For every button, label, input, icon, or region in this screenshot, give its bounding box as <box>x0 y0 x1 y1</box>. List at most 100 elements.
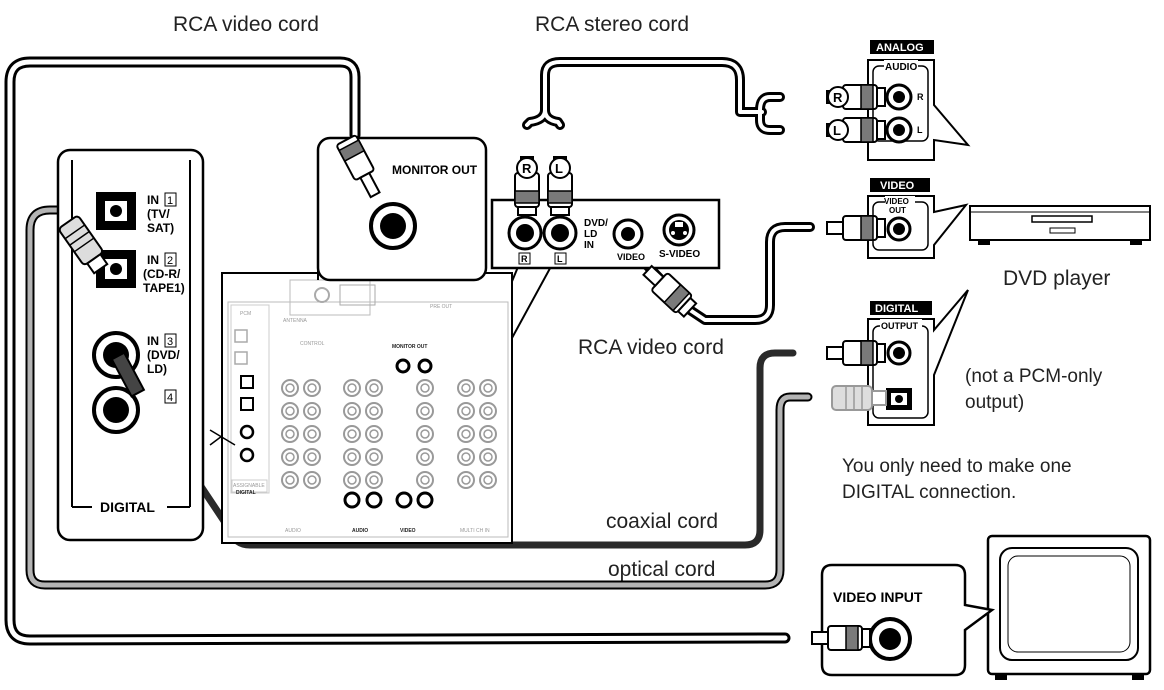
dvd-svideo-jack-label: S-VIDEO <box>659 249 700 260</box>
analog-output-box: ANALOG AUDIO R L R L <box>826 40 971 161</box>
video-input-label: VIDEO INPUT <box>833 589 923 605</box>
label-dvd-player: DVD player <box>1003 267 1110 290</box>
label-not-pcm-line2: output) <box>965 392 1024 413</box>
in4-number: 4 <box>167 392 173 404</box>
receiver-audio-bottom: AUDIO <box>285 528 301 534</box>
receiver-jack-center <box>307 429 317 439</box>
digital-panel-title: DIGITAL <box>100 499 155 515</box>
receiver-jack-center <box>483 475 493 485</box>
in3-number: 3 <box>167 336 173 348</box>
receiver-jack-center <box>420 429 430 439</box>
receiver-jack-center <box>307 475 317 485</box>
in1-label: IN <box>147 193 159 207</box>
receiver-digital-label: DIGITAL <box>236 490 256 496</box>
receiver-jack-center <box>483 383 493 393</box>
video-output-box: VIDEO VIDEO OUT <box>826 178 969 259</box>
receiver-jack-center <box>369 406 379 416</box>
monitor-out-label: MONITOR OUT <box>392 163 478 177</box>
receiver-jack-center <box>461 475 471 485</box>
receiver-jack-center <box>461 383 471 393</box>
receiver-jack-center <box>307 452 317 462</box>
in2-label: IN <box>147 253 159 267</box>
receiver-jack-center <box>369 383 379 393</box>
video-input-box: VIDEO INPUT <box>811 563 996 677</box>
digital-tag: DIGITAL <box>875 303 918 315</box>
receiver-jack-center <box>347 429 357 439</box>
label-one-digital-line1: You only need to make one <box>842 456 1072 477</box>
stereo-cord <box>522 57 785 135</box>
dvd-ld-in-line3: IN <box>584 240 594 251</box>
label-one-digital-line2: DIGITAL connection. <box>842 482 1016 503</box>
in1-line3: SAT) <box>147 221 174 235</box>
video-out-line1: VIDEO <box>884 197 909 206</box>
digital-output-box: DIGITAL OUTPUT <box>826 289 969 426</box>
receiver-monitorout-label: MONITOR OUT <box>392 344 427 350</box>
receiver-rear-panel: PCM ANTENNA CONTROL ASSIGNABLE DIGITAL P… <box>221 272 513 544</box>
in1-number: 1 <box>167 195 173 207</box>
receiver-jack-center <box>369 452 379 462</box>
monitor-out-panel: MONITOR OUT <box>316 134 488 282</box>
receiver-jack-center <box>483 429 493 439</box>
receiver-multich-label: MULTI CH IN <box>460 528 490 534</box>
analog-r-plug-label: R <box>833 90 843 105</box>
receiver-jack-center <box>420 452 430 462</box>
dvd-video-jack-label: VIDEO <box>617 252 645 262</box>
dvd-ld-in-line2: LD <box>584 229 597 240</box>
analog-tag: ANALOG <box>876 42 924 54</box>
receiver-jack-center <box>347 383 357 393</box>
receiver-jack-center <box>369 429 379 439</box>
in3-line2: (DVD/ <box>147 348 180 362</box>
receiver-jack-center <box>285 475 295 485</box>
dvd-l-plug-label: L <box>555 161 563 176</box>
video-out-line2: OUT <box>889 206 906 215</box>
receiver-pcm-text: PCM <box>240 311 251 317</box>
receiver-control-label: CONTROL <box>300 341 325 347</box>
receiver-jack-center <box>461 452 471 462</box>
tv-icon <box>986 534 1152 680</box>
receiver-jack-center <box>285 383 295 393</box>
in3-line3: LD) <box>147 362 167 376</box>
dvd-ld-in-line1: DVD/ <box>584 218 608 229</box>
receiver-jack-center <box>285 406 295 416</box>
dvd-player-icon <box>969 205 1151 245</box>
receiver-audio-bold: AUDIO <box>352 528 368 534</box>
in1-line2: (TV/ <box>147 207 170 221</box>
dvd-l-jack-label: L <box>557 254 563 264</box>
receiver-jack-center <box>369 475 379 485</box>
receiver-jack-center <box>285 429 295 439</box>
label-optical-cord: optical cord <box>608 558 715 581</box>
receiver-video-label: VIDEO <box>400 528 416 534</box>
receiver-preout-label: PRE OUT <box>430 304 452 310</box>
receiver-antenna-label: ANTENNA <box>283 318 308 324</box>
receiver-jack-center <box>461 406 471 416</box>
receiver-jack-center <box>307 383 317 393</box>
label-rca-video-cord-top: RCA video cord <box>173 13 319 36</box>
receiver-jack-center <box>347 475 357 485</box>
receiver-jack-center <box>420 406 430 416</box>
in2-line2: (CD-R/ <box>143 267 181 281</box>
receiver-jack-center <box>420 475 430 485</box>
receiver-jack-center <box>483 452 493 462</box>
in3-label: IN <box>147 334 159 348</box>
analog-l-plug-label: L <box>833 123 841 138</box>
dvd-r-jack-label: R <box>521 254 528 264</box>
receiver-jack-center <box>420 383 430 393</box>
analog-audio-label: AUDIO <box>885 62 917 73</box>
video-tag: VIDEO <box>880 180 915 192</box>
receiver-jack-center <box>307 406 317 416</box>
label-coaxial-cord: coaxial cord <box>606 510 718 533</box>
receiver-jack-grid <box>281 379 497 489</box>
receiver-jack-center <box>483 406 493 416</box>
receiver-jack-center <box>347 406 357 416</box>
label-rca-stereo-cord: RCA stereo cord <box>535 13 689 36</box>
receiver-jack-center <box>461 429 471 439</box>
receiver-jack-center <box>285 452 295 462</box>
digital-inputs-panel: DIGITAL IN 1 (TV/ SAT) IN 2 (CD-R/ TAPE1… <box>56 148 236 542</box>
digital-output-label: OUTPUT <box>881 321 919 331</box>
optical-plug <box>58 215 109 275</box>
receiver-jack-center <box>347 452 357 462</box>
label-not-pcm-line1: (not a PCM-only <box>965 366 1103 387</box>
coaxial-plug <box>110 351 146 398</box>
